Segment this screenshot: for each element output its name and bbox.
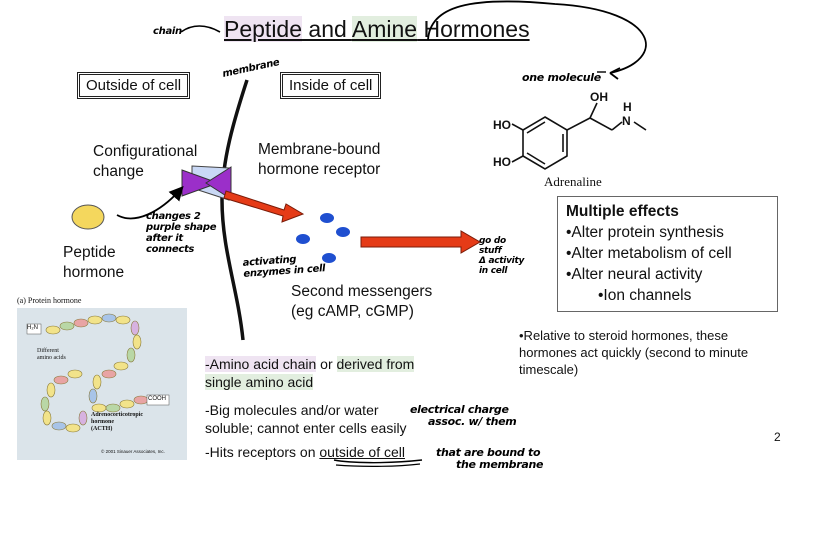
effects-heading: Multiple effects bbox=[566, 203, 679, 220]
peptide-hormone-label: Peptide hormone bbox=[63, 244, 125, 281]
hand-chain-curve bbox=[180, 25, 221, 33]
protein-hormone-figure: H₂N COOH Different amino acids Adrenocor… bbox=[17, 308, 187, 460]
h2n-label: H₂N bbox=[27, 325, 38, 331]
atom-h: H bbox=[623, 100, 632, 114]
cell-membrane bbox=[220, 79, 249, 341]
atom-ho-upper: HO bbox=[493, 118, 511, 132]
second-messenger-icons bbox=[296, 213, 350, 263]
cooh-label: COOH bbox=[148, 396, 166, 402]
different-amino-acids-label: Different amino acids bbox=[37, 348, 66, 361]
acth-label: Adrenocorticotropic hormone (ACTH) bbox=[91, 412, 144, 432]
effect-item: •Alter neural activity bbox=[566, 266, 703, 283]
atom-n: N bbox=[622, 114, 631, 128]
effect-item: •Ion channels bbox=[598, 287, 692, 304]
bullet-hits-receptors: -Hits receptors on outside of cell bbox=[205, 444, 405, 460]
effect-item: •Alter protein synthesis bbox=[566, 224, 724, 241]
molecule-name: Adrenaline bbox=[544, 174, 602, 189]
peptide-hormone-icon bbox=[71, 204, 105, 230]
atom-ho-lower: HO bbox=[493, 155, 511, 169]
effects-arrow bbox=[360, 230, 481, 254]
effects-box: Multiple effects •Alter protein synthesi… bbox=[557, 196, 778, 312]
hand-chain: chain bbox=[153, 26, 182, 37]
hand-loop-arrow bbox=[427, 0, 647, 74]
receptor-icon bbox=[181, 165, 232, 201]
figure-copyright: © 2001 Sinauer Associates, Inc. bbox=[101, 449, 165, 454]
relative-note: •Relative to steroid hormones, these hor… bbox=[519, 328, 749, 377]
hand-one-molecule: one molecule bbox=[522, 71, 601, 84]
hand-changes-shape: changes 2 purple shape after it connects bbox=[146, 211, 217, 255]
activation-arrow bbox=[223, 190, 305, 223]
page-number: 2 bbox=[774, 430, 781, 444]
slide-title: Peptide and Amine Hormones bbox=[224, 16, 530, 42]
second-messengers-label: Second messengers (eg cAMP, cGMP) bbox=[291, 283, 433, 320]
hand-bound: that are bound to the membrane bbox=[436, 446, 544, 471]
amino-acid-chain-image bbox=[26, 313, 170, 433]
adrenaline-structure bbox=[511, 102, 647, 170]
inside-cell-label: Inside of cell bbox=[280, 72, 382, 99]
bullet-amino-acid: -Amino acid chain or derived from single… bbox=[205, 356, 415, 390]
configurational-change-label: Configurational change bbox=[93, 143, 198, 180]
figure-label: (a) Protein hormone bbox=[17, 296, 82, 305]
binding-arrow bbox=[116, 186, 184, 220]
hand-electrical: electrical charge assoc. w/ them bbox=[410, 403, 517, 428]
effect-item: •Alter metabolism of cell bbox=[566, 245, 732, 262]
bullet-big-molecules: -Big molecules and/or water soluble; can… bbox=[205, 402, 407, 436]
atom-oh: OH bbox=[590, 90, 608, 104]
hand-go-do-stuff: go do stuff Δ activity in cell bbox=[479, 236, 525, 276]
receptor-label: Membrane-bound hormone receptor bbox=[258, 141, 381, 178]
outside-cell-label: Outside of cell bbox=[77, 72, 191, 99]
